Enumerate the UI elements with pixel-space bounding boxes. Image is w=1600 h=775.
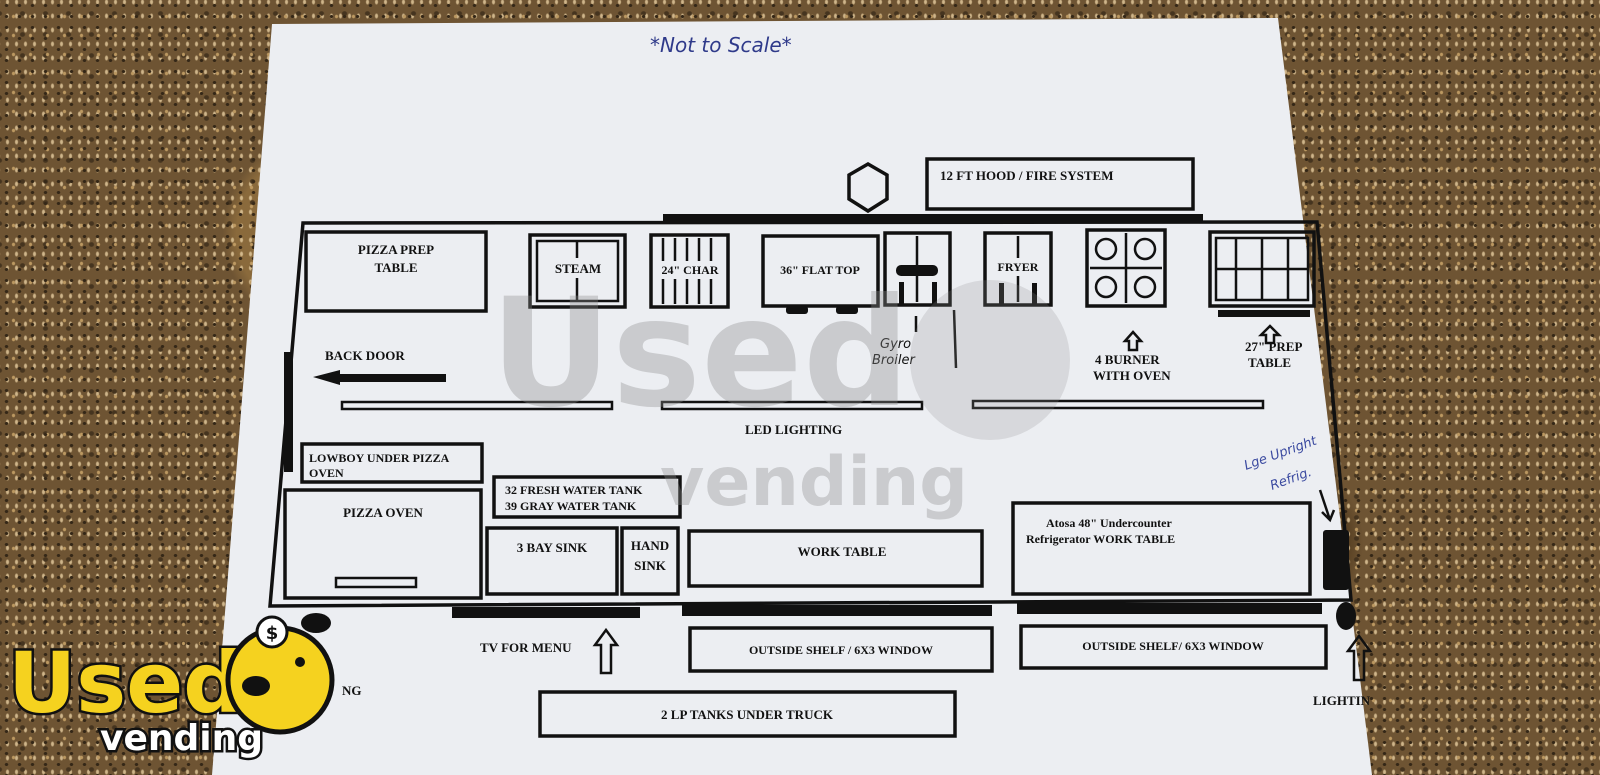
char-label-bg: [657, 261, 723, 279]
gyro-leg-2: [932, 282, 937, 304]
lp-tanks-label: 2 LP TANKS UNDER TRUCK: [661, 707, 834, 722]
burner-label-1: 4 BURNER: [1095, 352, 1160, 367]
atosa-refrigerator-work-table: [1011, 501, 1312, 596]
window-bar-2: [682, 605, 992, 616]
flat-top-label: 36" FLAT TOP: [780, 263, 860, 277]
logo-vending-text: vending: [100, 718, 263, 759]
burner-icons: [1090, 233, 1162, 303]
steam-label-bg: [549, 258, 607, 278]
back-door-wall: [284, 352, 293, 472]
lowboy-label-1: LOWBOY UNDER PIZZA: [309, 451, 450, 465]
steam-table: [528, 233, 627, 309]
logo-pig-eye: [295, 657, 305, 667]
outside-shelf-1-label: OUTSIDE SHELF / 6X3 WINDOW: [749, 643, 933, 657]
led-strip-2: [660, 400, 924, 411]
prep27-label-2: TABLE: [1248, 355, 1291, 370]
lighting-left-label: NG: [342, 683, 362, 698]
back-door-arrow-icon: [313, 370, 446, 385]
hand-sink-label-1: HAND: [631, 538, 669, 553]
gyro-leg-1: [899, 282, 904, 304]
prep-table-27-base: [1218, 310, 1310, 317]
steam-label: STEAM: [555, 261, 601, 276]
back-door-label: BACK DOOR: [325, 348, 405, 363]
prep-table-27-wells: [1214, 236, 1310, 302]
lighting-arrow-icon: [1345, 633, 1373, 682]
lighting-right-label: LIGHTIN: [1313, 693, 1371, 708]
tv-menu-label: TV FOR MENU: [480, 640, 572, 655]
outside-shelf-2-label: OUTSIDE SHELF/ 6X3 WINDOW: [1082, 639, 1263, 653]
work-table: [687, 529, 984, 588]
outside-shelf-1: [688, 626, 994, 673]
fryer-label-bg: [988, 258, 1048, 276]
char-grill: [649, 233, 730, 309]
led-strip-3: [971, 399, 1265, 410]
logo-badge-text: $: [266, 623, 279, 644]
truck-outline: [268, 220, 1353, 608]
hood-box: [925, 157, 1195, 211]
pizza-oven-door: [334, 576, 418, 589]
used-vending-logo: Used $ vending: [6, 615, 335, 762]
pizza-prep-label-1: PIZZA PREP: [358, 242, 434, 257]
watermark-pig-icon: [910, 280, 1070, 440]
water-tanks: [492, 475, 682, 519]
prep-arrow-icon: [1257, 324, 1283, 345]
wheel-right: [1336, 602, 1356, 630]
prep27-label-1: 27" PREP: [1245, 339, 1302, 354]
pizza-oven-label: PIZZA OVEN: [343, 505, 423, 520]
gyro-spit: [896, 265, 938, 276]
dollar-badge-icon: [255, 615, 289, 649]
logo-used-text: Used: [8, 634, 243, 732]
pizza-prep-label-2: TABLE: [374, 260, 417, 275]
not-to-scale-note: *Not to Scale*: [650, 33, 792, 57]
burner-arrow-icon: [1122, 330, 1144, 352]
flat-top: [761, 234, 880, 308]
window-bar-3: [1017, 603, 1322, 614]
tv-arrow-icon: [592, 627, 620, 675]
gyro-label-1: Gyro: [880, 337, 911, 352]
pizza-prep-table: [304, 230, 488, 313]
fridge-arrow-icon: [1318, 489, 1336, 523]
hand-sink-label-2: SINK: [634, 558, 667, 573]
hand-sink: [620, 526, 680, 596]
led-strip-1: [340, 400, 614, 411]
window-bar-1: [452, 607, 640, 618]
work-table-label: WORK TABLE: [798, 544, 887, 559]
atosa-label-1: Atosa 48" Undercounter: [1046, 516, 1172, 530]
fryer-label: FRYER: [998, 260, 1039, 274]
hood-label: 12 FT HOOD / FIRE SYSTEM: [940, 168, 1113, 183]
flat-top-knob-2: [836, 306, 858, 314]
pizza-oven: [283, 488, 483, 600]
hexagon-icon: [847, 161, 889, 214]
hood-rail: [663, 214, 1203, 222]
gyro-broiler: [883, 231, 952, 307]
watermark-vending: vending: [660, 443, 968, 522]
outside-shelf-2: [1019, 624, 1328, 670]
four-burner-range: [1085, 228, 1167, 308]
gyro-label-2: Broiler: [872, 353, 916, 368]
water-label-2: 39 GRAY WATER TANK: [505, 499, 637, 513]
upright-refrigerator: [1323, 530, 1349, 590]
watermark-used: Used: [490, 267, 910, 441]
prep-table-27: [1208, 230, 1316, 308]
flat-top-knob-1: [786, 306, 808, 314]
lowboy-label-2: OVEN: [309, 466, 344, 480]
fryer-leg-2: [1032, 283, 1037, 305]
logo-pig-snout: [242, 676, 270, 696]
fryer-leg-1: [999, 283, 1004, 305]
wheel-left: [301, 613, 331, 633]
char-label: 24" CHAR: [662, 263, 719, 277]
water-label-1: 32 FRESH WATER TANK: [505, 483, 643, 497]
lp-tanks-box: [538, 690, 957, 738]
lowboy-refrigerator: [300, 442, 484, 484]
gyro-pointer-line: [952, 309, 958, 369]
atosa-label-2: Refrigerator WORK TABLE: [1026, 532, 1175, 546]
three-bay-sink: [485, 526, 619, 596]
bay-sink-label: 3 BAY SINK: [517, 540, 588, 555]
fryer: [983, 231, 1053, 307]
led-lighting-label: LED LIGHTING: [745, 422, 842, 437]
burner-label-2: WITH OVEN: [1093, 368, 1171, 383]
